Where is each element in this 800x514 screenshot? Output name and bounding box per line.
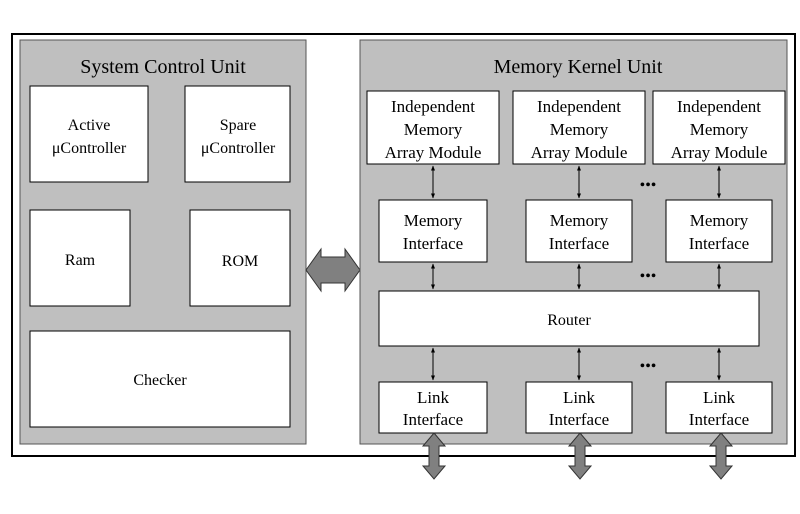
rom-box: ROM <box>189 209 291 307</box>
ellipsis-row-2: ••• <box>640 268 657 285</box>
external-link-arrow-2 <box>567 432 593 480</box>
array-module-2-line3: Array Module <box>531 143 628 162</box>
spare-controller-line2: μController <box>201 140 276 157</box>
ram-label: Ram <box>65 252 96 269</box>
memory-kernel-title: Memory Kernel Unit <box>494 56 663 78</box>
link-interface-1: Link Interface <box>378 381 488 434</box>
array-module-1-line2: Memory <box>404 120 463 139</box>
ellipsis-row-1: ••• <box>640 177 657 194</box>
memory-interface-2-line2: Interface <box>549 234 609 253</box>
memory-interface-1: Memory Interface <box>378 199 488 263</box>
array-module-1: Independent Memory Array Module <box>366 90 500 165</box>
array-module-3-line3: Array Module <box>671 143 768 162</box>
memory-interface-1-line1: Memory <box>404 211 463 230</box>
spare-controller-box: Spare μController <box>184 85 291 183</box>
array-module-3-line1: Independent <box>677 97 761 116</box>
active-controller-box: Active μController <box>29 85 149 183</box>
ellipsis-row-3: ••• <box>640 358 657 375</box>
link-interface-3: Link Interface <box>665 381 773 434</box>
memory-interface-2: Memory Interface <box>525 199 633 263</box>
link-interface-3-line1: Link <box>703 388 736 407</box>
memory-interface-3-line1: Memory <box>690 211 749 230</box>
array-module-2: Independent Memory Array Module <box>512 90 646 165</box>
router-box: Router <box>378 290 760 347</box>
active-controller-line2: μController <box>52 140 127 157</box>
link-interface-2-line2: Interface <box>549 410 609 429</box>
active-controller-line1: Active <box>68 117 111 134</box>
checker-box: Checker <box>29 330 291 428</box>
memory-interface-3: Memory Interface <box>665 199 773 263</box>
memory-interface-2-line1: Memory <box>550 211 609 230</box>
array-module-3-line2: Memory <box>690 120 749 139</box>
array-module-1-line1: Independent <box>391 97 475 116</box>
link-interface-1-line1: Link <box>417 388 450 407</box>
link-interface-2: Link Interface <box>525 381 633 434</box>
memory-interface-1-line2: Interface <box>403 234 463 253</box>
router-label: Router <box>547 312 591 329</box>
link-interface-1-line2: Interface <box>403 410 463 429</box>
rom-label: ROM <box>222 253 258 270</box>
ram-box: Ram <box>29 209 131 307</box>
memory-interface-3-line2: Interface <box>689 234 749 253</box>
memory-kernel-unit: Memory Kernel Unit Independent Memory Ar… <box>359 39 788 445</box>
array-module-2-line2: Memory <box>550 120 609 139</box>
external-link-arrow-3 <box>708 432 734 480</box>
system-control-title: System Control Unit <box>80 56 246 78</box>
link-interface-3-line2: Interface <box>689 410 749 429</box>
array-module-2-line1: Independent <box>537 97 621 116</box>
array-module-3: Independent Memory Array Module <box>652 90 786 165</box>
external-link-arrow-1 <box>421 432 447 480</box>
spare-controller-line1: Spare <box>220 117 256 134</box>
link-interface-2-line1: Link <box>563 388 596 407</box>
checker-label: Checker <box>133 372 187 389</box>
system-control-unit: System Control Unit Active μController S… <box>19 39 307 445</box>
array-module-1-line3: Array Module <box>385 143 482 162</box>
